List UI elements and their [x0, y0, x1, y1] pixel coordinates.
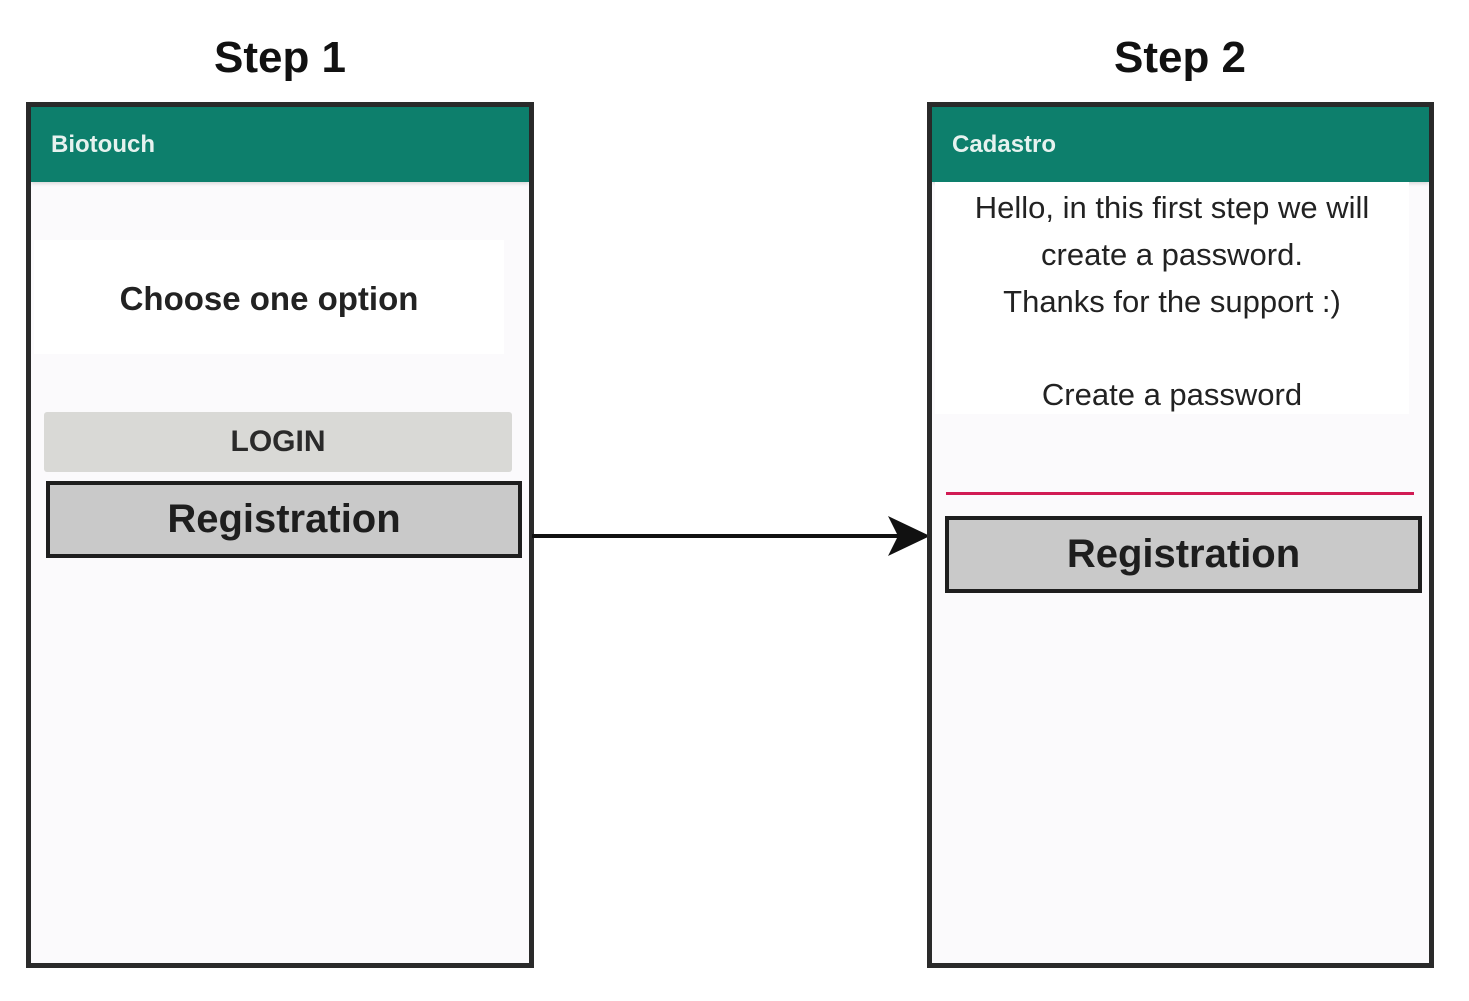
message-card: Hello, in this first step we will create…	[935, 182, 1409, 414]
welcome-message-line: Hello, in this first step we will	[974, 190, 1370, 225]
option-card: Choose one option	[34, 240, 504, 354]
arrow-head	[888, 516, 930, 556]
registration-button[interactable]: Registration	[945, 516, 1422, 593]
phone-screen-step-1: Biotouch Choose one option LOGIN Registr…	[26, 102, 534, 968]
step-2-title: Step 2	[1113, 33, 1247, 82]
phone-screen-step-2: Cadastro Hello, in this first step we wi…	[927, 102, 1434, 968]
registration-button[interactable]: Registration	[46, 481, 522, 558]
app-bar-title: Cadastro	[952, 131, 1057, 158]
app-bar-cadastro: Cadastro	[932, 107, 1429, 182]
app-bar-title: Biotouch	[51, 131, 155, 158]
flow-arrow	[532, 516, 930, 556]
step-1-title: Step 1	[213, 33, 347, 82]
create-password-prompt: Create a password	[1041, 377, 1303, 412]
choose-option-text: Choose one option	[119, 280, 419, 317]
app-bar-biotouch: Biotouch	[31, 107, 529, 182]
welcome-message-line: create a password.	[1041, 237, 1303, 272]
login-button[interactable]: LOGIN	[44, 412, 512, 472]
password-input[interactable]	[946, 447, 1414, 495]
welcome-message-line: Thanks for the support :)	[1003, 284, 1341, 319]
